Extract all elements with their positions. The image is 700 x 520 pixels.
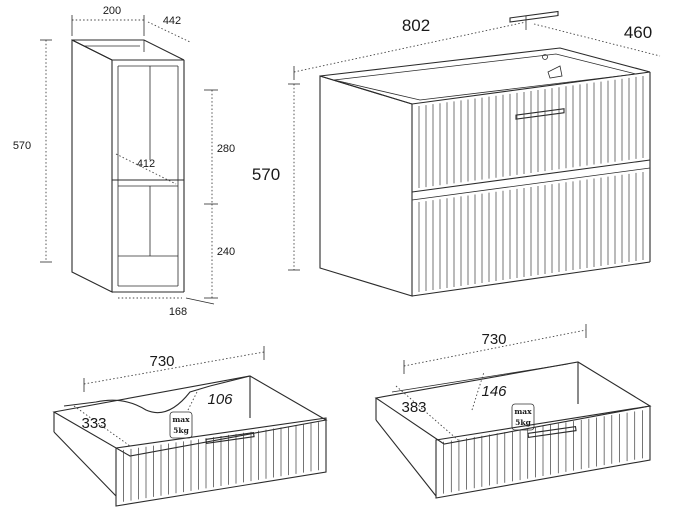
vanity-depth-label: 460 bbox=[624, 23, 652, 42]
drawer-upper-load-line2: 5kg bbox=[173, 426, 189, 435]
drawer-lower: 730 383 146 max 5kg bbox=[374, 324, 652, 499]
side-bottom-depth-label: 168 bbox=[169, 306, 187, 318]
drawer-upper: 730 333 106 max 5kg bbox=[52, 346, 328, 507]
side-inner-depth-label: 412 bbox=[137, 158, 155, 170]
side-depth-label: 442 bbox=[163, 15, 181, 27]
drawer-lower-load-line2: 5kg bbox=[515, 418, 531, 427]
vanity-cabinet: 802 460 570 bbox=[252, 10, 661, 297]
vanity-height-label: 570 bbox=[252, 165, 280, 184]
side-width-label: 200 bbox=[103, 5, 121, 17]
drawer-lower-depth-label: 383 bbox=[401, 399, 426, 416]
drawer-lower-width-label: 730 bbox=[481, 331, 506, 348]
drawer-upper-depth-label: 333 bbox=[81, 415, 106, 432]
drawer-upper-width-label: 730 bbox=[149, 353, 174, 370]
drawer-upper-load-line1: max bbox=[172, 415, 190, 424]
drawer-lower-load-line1: max bbox=[514, 407, 532, 416]
vanity-width-label: 802 bbox=[402, 16, 430, 35]
side-cabinet: 200 442 570 412 280 240 168 bbox=[13, 5, 235, 318]
side-lower-height-label: 240 bbox=[217, 246, 235, 258]
drawer-lower-flutes bbox=[443, 410, 643, 494]
side-upper-height-label: 280 bbox=[217, 143, 235, 155]
vanity-flutes bbox=[418, 75, 644, 292]
drawer-lower-inner-height-label: 146 bbox=[481, 383, 507, 400]
drawer-upper-flutes bbox=[123, 422, 319, 502]
side-height-label: 570 bbox=[13, 140, 31, 152]
drawer-upper-cutout-label: 106 bbox=[207, 391, 233, 408]
